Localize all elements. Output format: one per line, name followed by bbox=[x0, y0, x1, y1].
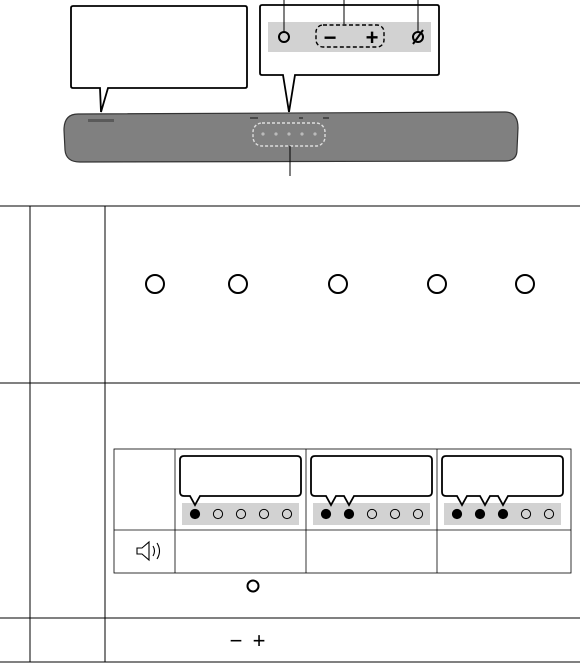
indicator-reference-icon bbox=[246, 579, 260, 593]
indicator-lit bbox=[320, 508, 332, 520]
row-1-indicators bbox=[145, 274, 535, 294]
bar-indicator-strip bbox=[252, 122, 326, 147]
volume-minus-symbol: − bbox=[230, 628, 243, 653]
volume-plus-symbol: + bbox=[253, 628, 266, 653]
indicator-off bbox=[281, 508, 293, 520]
indicator-lit bbox=[474, 508, 486, 520]
indicator-3 bbox=[328, 274, 348, 294]
main-table bbox=[0, 205, 580, 663]
control-panel-callout bbox=[259, 4, 440, 113]
indicator-off bbox=[366, 508, 378, 520]
volume-table bbox=[113, 448, 572, 574]
indicator-off bbox=[212, 508, 224, 520]
power-icon[interactable] bbox=[278, 31, 290, 43]
volume-buttons-group bbox=[315, 24, 385, 48]
indicator-1 bbox=[145, 274, 165, 294]
indicator-lit bbox=[189, 508, 201, 520]
volume-callout-1 bbox=[179, 455, 302, 507]
volume-column-2 bbox=[310, 455, 433, 525]
indicator-off bbox=[520, 508, 532, 520]
bar-mark-right bbox=[323, 117, 329, 119]
left-callout-bubble bbox=[70, 5, 248, 113]
indicator-5 bbox=[515, 274, 535, 294]
volume-minus-icon[interactable]: − bbox=[324, 25, 337, 50]
bar-indicator-dots bbox=[261, 132, 317, 136]
bar-logo-mark bbox=[88, 119, 114, 122]
speaker-volume-icon bbox=[136, 540, 161, 562]
indicator-off bbox=[389, 508, 401, 520]
soundbar-body bbox=[63, 111, 519, 163]
volume-callout-3 bbox=[441, 455, 564, 507]
indicator-2 bbox=[228, 274, 248, 294]
indicator-lit bbox=[451, 508, 463, 520]
volume-plus-icon[interactable]: + bbox=[366, 25, 379, 50]
bluetooth-pairing-icon[interactable] bbox=[412, 29, 424, 45]
indicator-4 bbox=[427, 274, 447, 294]
volume-callout-2 bbox=[310, 455, 433, 507]
bar-mark-mid bbox=[299, 117, 303, 119]
indicator-off bbox=[235, 508, 247, 520]
indicator-off bbox=[412, 508, 424, 520]
volume-column-3 bbox=[441, 455, 564, 525]
volume-column-1 bbox=[179, 455, 302, 525]
soundbar-illustration: − + bbox=[63, 0, 519, 176]
indicator-lit bbox=[343, 508, 355, 520]
bar-mark-left bbox=[250, 117, 258, 119]
indicator-off bbox=[258, 508, 270, 520]
indicator-lit bbox=[497, 508, 509, 520]
indicator-off bbox=[543, 508, 555, 520]
